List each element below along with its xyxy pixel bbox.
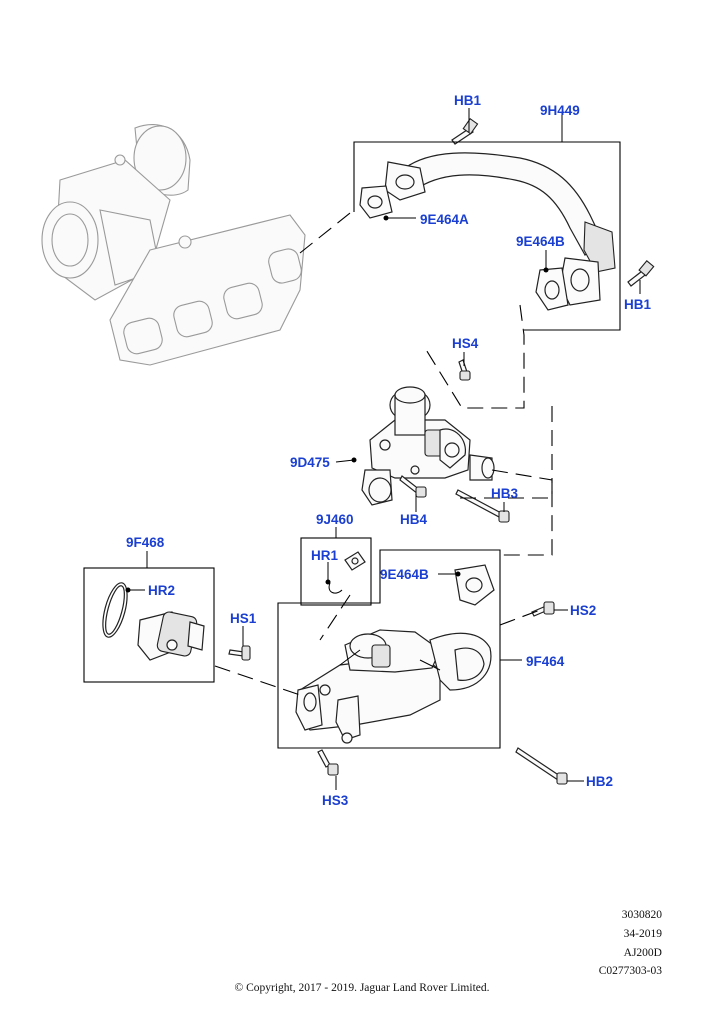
callout-9f464: 9F464 — [526, 654, 565, 669]
o-ring-hr1 — [328, 551, 366, 594]
turbocharger-manifold-illustration — [41, 124, 306, 366]
bolt-hb1-right — [627, 260, 655, 287]
callout-hr2: HR2 — [148, 583, 175, 598]
drawing-number: 3030820 — [621, 909, 662, 921]
egr-valve-9d475 — [361, 386, 495, 506]
callout-hb4: HB4 — [400, 512, 427, 527]
engine-code: AJ200D — [623, 947, 662, 959]
illustration-reference: C0277303-03 — [598, 965, 662, 977]
callout-hb1-right: HB1 — [624, 297, 651, 312]
kit-box-9f468 — [83, 567, 215, 683]
callout-hb3: HB3 — [491, 486, 518, 501]
assembly-guide-lines — [214, 212, 553, 696]
bolt-hb4 — [399, 475, 427, 498]
callout-hs3: HS3 — [322, 793, 349, 808]
drawing-date-code: 34-2019 — [623, 928, 662, 940]
callout-9f468: 9F468 — [126, 535, 165, 550]
copyright-notice: © Copyright, 2017 - 2019. Jaguar Land Ro… — [234, 982, 490, 994]
callout-9j460: 9J460 — [316, 512, 354, 527]
gasket-9e464a — [359, 185, 393, 219]
leader-lines — [125, 108, 641, 790]
callout-hs1: HS1 — [230, 611, 257, 626]
callout-9d475: 9D475 — [290, 455, 330, 470]
screw-hs2 — [531, 601, 555, 617]
callout-hr1: HR1 — [311, 548, 338, 563]
bracket-9h449 — [353, 141, 621, 331]
actuator-9f468 — [137, 611, 205, 661]
bolt-hb2 — [515, 747, 568, 785]
egr-pipe-9h449 — [384, 152, 616, 306]
gasket-9e464b-lower — [454, 564, 495, 606]
callout-9e464b-mid: 9E464B — [380, 567, 429, 582]
gasket-9e464b-upper — [535, 267, 569, 311]
callout-9h449: 9H449 — [540, 103, 580, 118]
egr-cooler-9f464 — [295, 629, 492, 744]
screw-hs3 — [317, 749, 339, 776]
bracket-9f464 — [277, 549, 501, 749]
callout-9e464b-top: 9E464B — [516, 234, 565, 249]
callout-9e464a: 9E464A — [420, 212, 469, 227]
callout-hs2: HS2 — [570, 603, 596, 618]
callout-hb1-top: HB1 — [454, 93, 481, 108]
screw-hs4 — [458, 359, 471, 381]
callout-hb2: HB2 — [586, 774, 613, 789]
bolt-hb1-top — [451, 118, 479, 145]
callout-hs4: HS4 — [452, 336, 479, 351]
screw-hs1 — [228, 645, 251, 661]
o-ring-hr2 — [102, 582, 128, 638]
bolt-hb3 — [455, 489, 510, 523]
